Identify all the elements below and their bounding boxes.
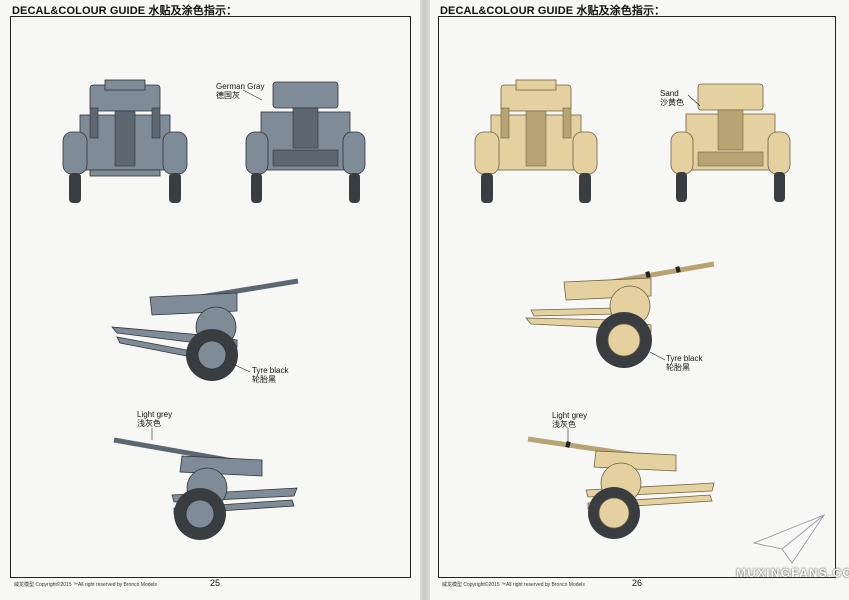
page-header: DECAL&COLOUR GUIDE 水贴及涂色指示： — [12, 5, 238, 17]
side-view-illustration — [111, 278, 299, 381]
side-view-illustration — [113, 437, 298, 540]
page-header: DECAL&COLOUR GUIDE 水贴及涂色指示： — [440, 5, 666, 17]
colour-label-cn: 沙黄色 — [660, 98, 684, 107]
colour-label-tyre-black: Tyre black 轮胎黑 — [252, 366, 288, 384]
page-left: DECAL&COLOUR GUIDE 水贴及涂色指示： — [0, 0, 420, 600]
rear-view-illustration — [245, 81, 366, 203]
front-view-illustration — [62, 79, 188, 203]
page-footer: 威龙模型 Copyright©2015 ™All right reserved … — [442, 582, 585, 588]
front-view-illustration — [474, 79, 598, 203]
page-number: 26 — [632, 578, 643, 588]
page-frame — [10, 16, 411, 578]
colour-label-light-grey: Light grey 浅灰色 — [137, 410, 172, 428]
colour-label-sand: Sand 沙黄色 — [660, 89, 684, 107]
page-gutter — [420, 0, 430, 600]
page-number: 25 — [210, 578, 221, 588]
side-view-illustration — [525, 261, 715, 368]
colour-label-light-grey: Light grey 浅灰色 — [552, 411, 587, 429]
colour-label-en: Light grey — [137, 410, 173, 419]
colour-label-cn: 德国灰 — [216, 91, 240, 100]
rear-view-illustration — [670, 83, 791, 202]
page-frame — [438, 16, 836, 578]
watermark-text: MUXINGFANS.COM — [736, 566, 849, 580]
colour-label-cn: 浅灰色 — [552, 420, 576, 429]
side-view-illustration — [527, 436, 715, 539]
colour-label-en: German Gray — [216, 82, 265, 91]
colour-label-cn: 轮胎黑 — [252, 375, 276, 384]
colour-label-en: Light grey — [552, 411, 588, 420]
colour-label-german-gray: German Gray 德国灰 — [216, 82, 264, 100]
colour-label-en: Tyre black — [666, 354, 703, 363]
colour-label-en: Sand — [660, 89, 679, 98]
paper-plane-icon — [752, 513, 826, 565]
colour-label-cn: 浅灰色 — [137, 419, 161, 428]
page-footer: 威龙模型 Copyright©2015 ™All right reserved … — [14, 582, 157, 588]
colour-label-en: Tyre black — [252, 366, 289, 375]
colour-label-cn: 轮胎黑 — [666, 363, 690, 372]
colour-label-tyre-black: Tyre black 轮胎黑 — [666, 354, 702, 372]
page-right: DECAL&COLOUR GUIDE 水贴及涂色指示： — [430, 0, 849, 600]
